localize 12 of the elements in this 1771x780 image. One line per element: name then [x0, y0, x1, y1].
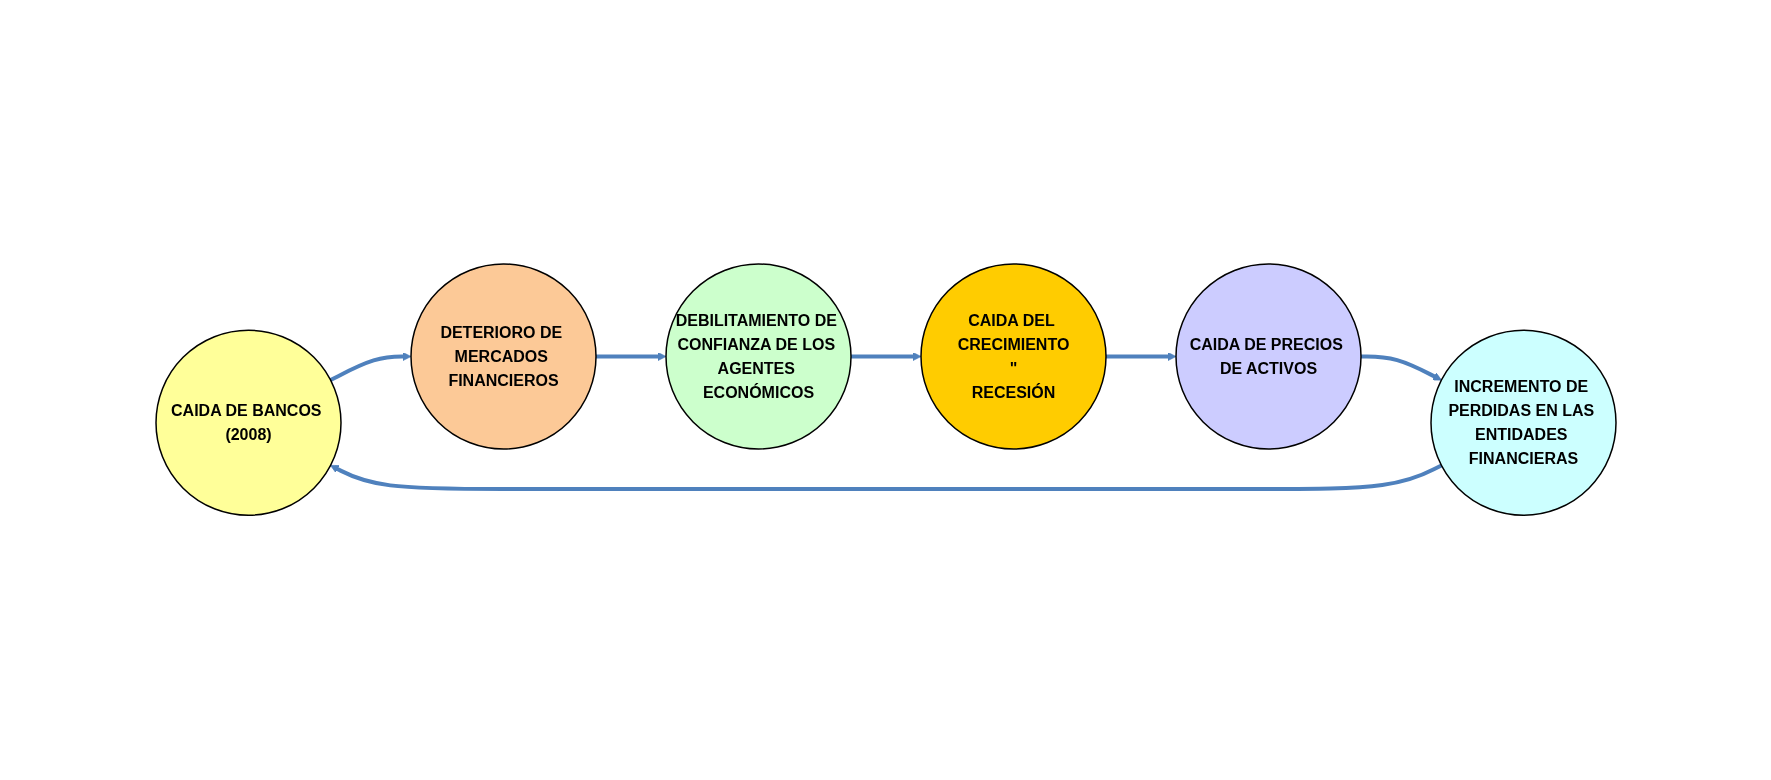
node-circle: DETERIORO DE MERCADOS FINANCIEROS — [409, 263, 597, 451]
node-circle: INCREMENTO DE PERDIDAS EN LAS ENTIDADES FINANCIERAS — [1429, 329, 1617, 517]
node-circle: CAIDA DE PRECIOS DE ACTIVOS — [1174, 263, 1362, 451]
arrow — [1105, 352, 1176, 362]
node-circle: CAIDA DE BANCOS (2008) — [154, 329, 342, 517]
node-circle: DEBILITAMIENTO DE CONFIANZA DE LOS AGENTES ECONÓMICOS — [664, 263, 852, 451]
arrow — [329, 352, 411, 383]
arrow — [329, 464, 1442, 492]
arrow — [595, 352, 666, 362]
arrow — [850, 352, 921, 362]
node-circle: CAIDA DEL CRECIMIENTO " RECESIÓN — [919, 263, 1107, 451]
arrow — [1360, 354, 1442, 381]
